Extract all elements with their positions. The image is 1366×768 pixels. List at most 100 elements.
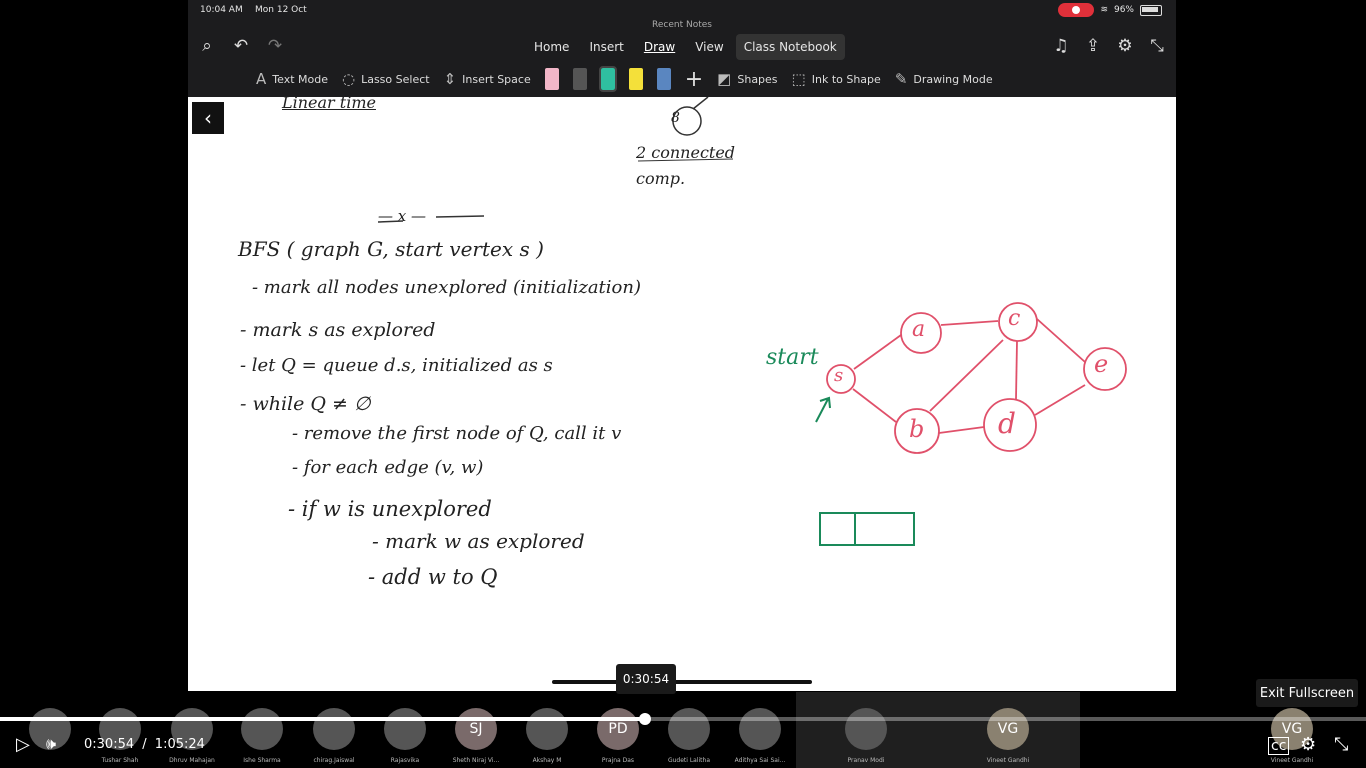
exit-fullscreen-icon[interactable]: ⤡ [1334,734,1349,755]
lasso-label: Lasso Select [361,72,430,86]
participant-name: Dhruv Mahajan [169,757,215,764]
ink-strokes [377,97,1127,546]
back-button[interactable]: ‹ [192,102,224,134]
search-icon[interactable]: ⌕ [202,36,212,56]
avatar: PD [597,708,639,750]
exit-fullscreen-tooltip: Exit Fullscreen [1256,679,1358,707]
player-controls: ▷ 🕪 0:30:54 / 1:05:24 cc ⚙ ⤡ [0,728,1366,762]
pen-blue[interactable] [656,68,671,90]
avatar [668,708,710,750]
participant-name: Tushar Shah [101,757,139,764]
avatar [99,708,141,750]
node-c: c [1008,306,1021,331]
text-mode-button[interactable]: A Text Mode [256,70,328,88]
text-icon: A [256,70,267,88]
participant-name: Pranav Modi [847,757,885,764]
drawing-mode-icon: ✎ [894,70,908,88]
bfs-line-1: - mark all nodes unexplored (initializat… [252,277,641,298]
duration: 1:05:24 [154,737,205,752]
lasso-icon: ◌ [341,70,356,88]
drawing-mode-label: Drawing Mode [913,72,993,86]
play-icon[interactable]: ▷ [16,734,30,755]
participant-name: Prajna Das [601,757,635,764]
redo-icon[interactable]: ↷ [267,36,283,56]
participant-name: Adithya Sai Sai... [734,757,786,764]
insert-space-button[interactable]: ⇕ Insert Space [444,70,531,88]
time-separator: / [142,737,147,752]
start-label: start [766,345,819,370]
section-separator: — x — [378,207,426,225]
gear-icon-settings[interactable]: ⚙ [1300,734,1317,755]
tab-home[interactable]: Home [534,40,570,54]
avatar [171,708,213,750]
ink-to-shape-button[interactable]: ⬚ Ink to Shape [792,70,881,88]
tab-class-notebook[interactable]: Class Notebook [735,34,845,60]
shapes-button[interactable]: ◩ Shapes [717,70,777,88]
pen-black[interactable] [572,68,587,90]
note-canvas[interactable]: ‹ Linear time 8 2 connected comp. — x [188,93,1176,691]
gear-icon[interactable]: ⚙ [1117,36,1133,56]
bfs-line-9: - add w to Q [368,565,498,589]
highlighter-yellow[interactable] [628,68,643,90]
onenote-window: 10:04 AM Mon 12 Oct ≋ 96% Recent Notes ⌕… [188,0,1176,97]
captions-icon[interactable]: cc [1268,737,1290,755]
bfs-line-5: - remove the first node of Q, call it v [292,423,622,444]
collapse-icon[interactable]: ⤡ [1150,36,1164,56]
participant-name: Ishe Sharma [243,757,281,764]
connected-label: 2 connected [636,143,736,162]
ipad-home-indicator [552,680,812,684]
participant-name: Akshay M [532,757,562,764]
add-pen-icon[interactable]: + [684,66,704,92]
chevron-left-icon: ‹ [204,106,212,130]
ink-to-shape-icon: ⬚ [791,70,806,88]
participant-name: chirag.Jaiswal [313,757,355,764]
seek-time-tooltip: 0:30:54 [616,664,676,694]
participant-name: Gudeti Lalitha [667,757,711,764]
shapes-label: Shapes [737,72,778,86]
drawing-mode-button[interactable]: ✎ Drawing Mode [895,70,993,88]
tab-view[interactable]: View [695,40,724,54]
lasso-select-button[interactable]: ◌ Lasso Select [342,70,430,88]
recent-notes-label[interactable]: Recent Notes [652,20,712,30]
node-s: s [834,365,844,386]
seek-bar-played [0,717,645,721]
avatar [29,708,71,750]
node-8-label: 8 [671,110,680,126]
ipad-status-bar: 10:04 AM Mon 12 Oct ≋ 96% [188,0,1176,20]
participant-name: Sheth Niraj Vi... [452,757,500,764]
battery-percent: 96% [1113,5,1134,15]
avatar [313,708,355,750]
avatar [526,708,568,750]
volume-icon[interactable]: 🕪 [46,734,57,753]
tab-insert[interactable]: Insert [589,40,624,54]
tab-draw[interactable]: Draw [643,40,676,54]
bfs-line-8: - mark w as explored [372,529,585,553]
participants-strip: Tushar Shah Dhruv Mahajan Ishe Sharma chira… [0,692,1366,768]
avatar: VG [1271,708,1313,750]
eraser-tool[interactable] [544,68,559,90]
undo-icon[interactable]: ↶ [233,36,249,56]
status-right: ≋ 96% [1058,3,1162,17]
pen-green[interactable] [598,66,617,92]
status-date: Mon 12 Oct [255,5,307,15]
seek-handle[interactable] [638,713,651,725]
bfs-line-4: - while Q ≠ ∅ [240,393,371,415]
bfs-title: BFS ( graph G, start vertex s ) [238,237,544,261]
participant-name: Rajasvika [390,757,420,764]
node-e: e [1094,350,1109,378]
shapes-icon: ◩ [717,70,732,88]
current-time: 0:30:54 [84,737,135,752]
avatar: SJ [455,708,497,750]
bfs-line-2: - mark s as explored [240,319,436,341]
avatar [384,708,426,750]
note-top-fragment: Linear time [282,93,376,112]
bell-icon[interactable]: ♫ [1053,36,1069,56]
bfs-line-3: - let Q = queue d.s, initialized as s [240,355,553,376]
menu-right-icons: ♫ ⇪ ⚙ ⤡ [1050,36,1168,56]
bfs-line-7: - if w is unexplored [288,497,492,521]
menu-left-icons: ⌕ ↶ ↷ [196,36,286,56]
wifi-icon: ≋ [1100,5,1108,15]
seek-bar[interactable] [0,713,1366,725]
share-icon[interactable]: ⇪ [1085,36,1101,56]
text-mode-label: Text Mode [272,72,328,86]
